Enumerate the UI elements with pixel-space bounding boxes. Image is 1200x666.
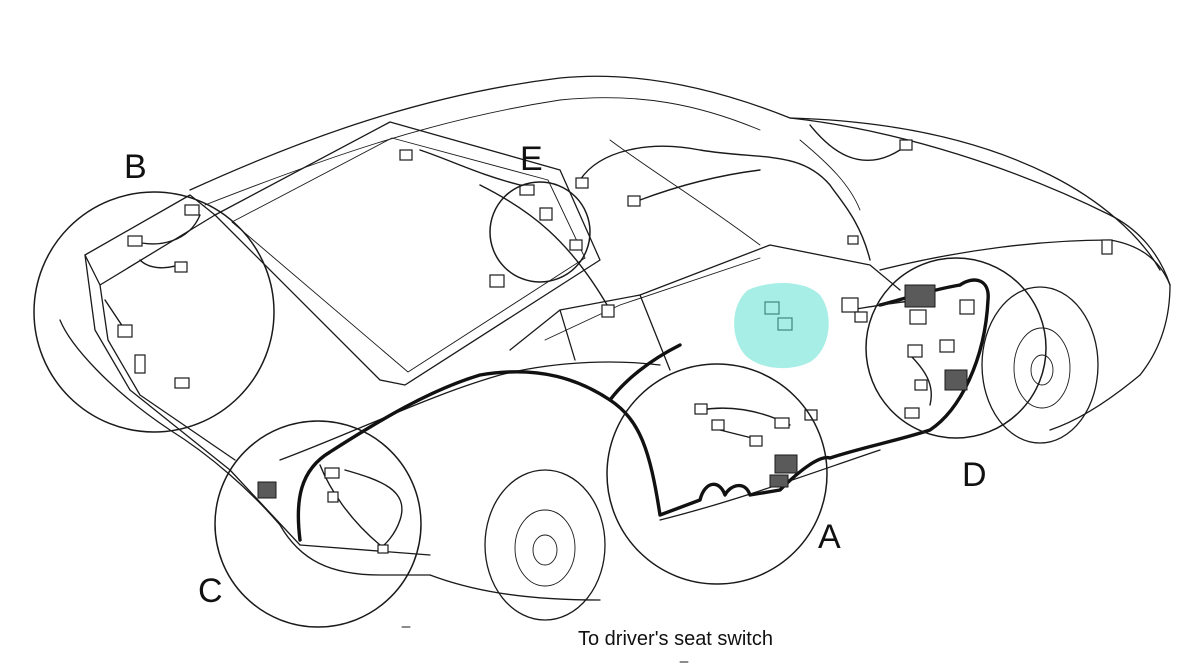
connectors bbox=[117, 139, 1113, 554]
callout-label-b: B bbox=[124, 148, 147, 186]
callout-circles bbox=[33, 181, 1047, 628]
caption-drivers-seat-switch: To driver's seat switch bbox=[578, 628, 773, 650]
callout-circle-d bbox=[865, 257, 1047, 439]
front-wheel bbox=[981, 286, 1099, 444]
main-harness bbox=[296, 278, 990, 542]
car-body-outline bbox=[59, 75, 1171, 601]
callout-label-d: D bbox=[962, 456, 987, 494]
callout-circle-b bbox=[33, 191, 275, 433]
callout-label-c: C bbox=[198, 572, 223, 610]
callout-circle-a bbox=[606, 363, 828, 585]
highlight-marker bbox=[734, 283, 829, 369]
callout-circle-e bbox=[489, 181, 591, 283]
rear-wheel bbox=[484, 469, 606, 621]
callout-labels: A B C D E bbox=[124, 140, 987, 610]
callout-circle-c bbox=[214, 420, 422, 628]
callout-label-a: A bbox=[818, 518, 841, 556]
callout-label-e: E bbox=[520, 140, 543, 178]
secondary-wires bbox=[104, 124, 932, 549]
